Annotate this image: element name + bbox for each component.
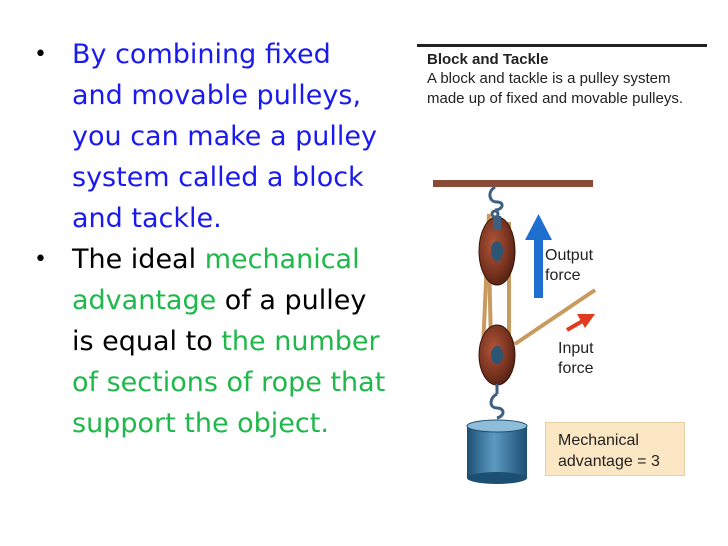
bullet-2-text-a: The ideal bbox=[72, 244, 205, 275]
arrow-up-icon bbox=[525, 214, 552, 298]
bullet-list: • By combining fixed and movable pulleys… bbox=[28, 34, 388, 444]
output-force-label-line1: Output bbox=[545, 247, 594, 264]
hook-icon bbox=[489, 384, 505, 420]
figure-title: Block and Tackle bbox=[427, 51, 549, 68]
bullet-2-term: mechanical advantage bbox=[72, 244, 360, 316]
bullet-2-text-b: of a pulley is equal to bbox=[72, 285, 367, 357]
mechanical-advantage-line1: Mechanical bbox=[558, 432, 639, 449]
bullet-item-1: • By combining fixed and movable pulleys… bbox=[28, 34, 388, 239]
input-force-label-line2: force bbox=[558, 360, 594, 377]
output-force-label-line2: force bbox=[545, 267, 581, 284]
pulley-illustration bbox=[433, 180, 597, 484]
bullet-dot: • bbox=[34, 42, 47, 67]
bullet-item-2: • The ideal mechanical advantage of a pu… bbox=[28, 239, 388, 444]
mechanical-advantage-line2: advantage = 3 bbox=[558, 453, 660, 470]
ceiling-beam bbox=[433, 180, 593, 187]
pulley-block-fixed-icon bbox=[478, 216, 516, 286]
weight-cylinder-icon bbox=[466, 419, 528, 484]
input-force-label-line1: Input bbox=[558, 340, 594, 357]
bullet-2-definition: the number of sections of rope that supp… bbox=[72, 326, 386, 439]
bullet-1-text: By combining fixed and movable pulleys, … bbox=[72, 39, 377, 234]
mechanical-advantage-box: Mechanical advantage = 3 bbox=[545, 422, 685, 476]
figure-caption: A block and tackle is a pulley system ma… bbox=[427, 70, 683, 107]
bullet-dot: • bbox=[34, 247, 47, 272]
figure-top-rule bbox=[417, 44, 707, 47]
hook-icon bbox=[488, 185, 504, 219]
block-and-tackle-figure: Block and Tackle A block and tackle is a… bbox=[417, 44, 707, 546]
arrow-up-right-icon bbox=[565, 314, 595, 332]
pulley-block-movable-icon bbox=[478, 324, 516, 386]
